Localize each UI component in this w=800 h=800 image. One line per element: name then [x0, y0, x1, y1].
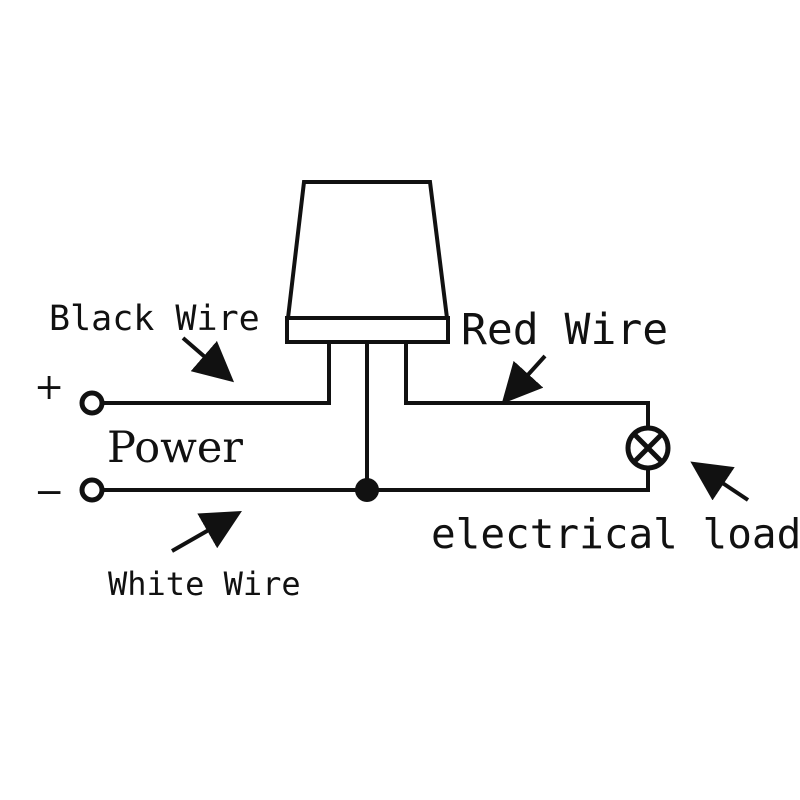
lamp-symbol — [625, 425, 671, 471]
black-wire-label: Black Wire — [49, 299, 260, 339]
electrical-load-label: electrical load — [431, 510, 800, 558]
black-wire-arrow — [181, 336, 235, 383]
negative-terminal — [79, 477, 105, 503]
load-arrow — [690, 461, 750, 502]
red-wire-label: Red Wire — [461, 305, 668, 355]
annotation-arrows — [171, 336, 750, 553]
sensor-leads — [327, 342, 408, 490]
minus-sign: − — [34, 472, 64, 513]
red-wire-arrow — [501, 354, 547, 404]
power-label: Power — [107, 423, 243, 473]
white-wire-arrow — [171, 511, 242, 553]
junction-dot — [355, 478, 379, 502]
white-wire-label: White Wire — [108, 565, 301, 603]
power-terminals — [79, 390, 105, 503]
plus-sign: + — [34, 367, 64, 408]
photocell-sensor — [285, 180, 450, 344]
sensor-base-band — [285, 316, 450, 344]
sensor-cap-body — [285, 180, 450, 320]
positive-terminal — [79, 390, 105, 416]
